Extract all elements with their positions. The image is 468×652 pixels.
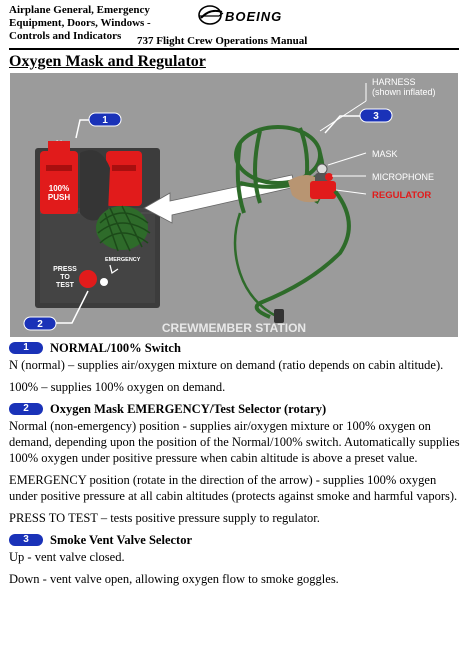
microphone	[325, 173, 333, 181]
callout-1-badge	[88, 112, 122, 127]
paragraph: EMERGENCY position (rotate in the direct…	[9, 473, 458, 503]
press-to-test-line: PRESS	[53, 266, 77, 273]
harness-label: HARNESS	[372, 77, 416, 87]
mic-cable	[233, 212, 279, 319]
paragraph: 100% – supplies 100% oxygen on demand.	[9, 380, 226, 394]
chapter-line: Equipment, Doors, Windows -	[9, 17, 151, 29]
callout-3-badge	[359, 108, 393, 123]
oxygen-hose	[254, 189, 351, 319]
callout-3-leader	[324, 115, 360, 134]
section-title: Smoke Vent Valve Selector	[50, 533, 193, 547]
regulator	[310, 181, 336, 199]
mask-valve	[316, 163, 328, 175]
harness	[234, 125, 326, 214]
stowed-hose	[96, 205, 151, 252]
paragraph: Up - vent valve closed.	[9, 550, 125, 564]
header-divider	[9, 48, 459, 50]
emergency-arrow-icon	[109, 264, 119, 275]
emergency-label: EMERGENCY	[105, 257, 141, 263]
red-clip	[40, 150, 142, 221]
section-number-badge: 1	[9, 342, 43, 354]
emergency-indicator	[100, 278, 108, 286]
oxygen-mask-illustration: N 100% PUSH PRESS TO TEST EMERGENCY	[10, 73, 458, 337]
normal-100-switch	[48, 141, 70, 153]
regulator-label: REGULATOR	[372, 190, 431, 201]
page-header: Airplane General, Emergency Equipment, D…	[9, 4, 459, 48]
callout-1-number: 1	[102, 115, 108, 126]
callout-2-leader	[56, 290, 89, 324]
logo-text: BOEING	[225, 9, 283, 24]
station-label: CREWMEMBER STATION	[162, 321, 306, 335]
paragraph: Normal (non-emergency) position - suppli…	[9, 419, 460, 465]
section-title: Oxygen Mask EMERGENCY/Test Selector (rot…	[50, 402, 327, 416]
description-text: 1 NORMAL/100% Switch N (normal) – suppli…	[9, 339, 461, 593]
paragraph: Down - vent valve open, allowing oxygen …	[9, 572, 339, 586]
press-to-test-line: TO	[60, 274, 70, 281]
callout-2-number: 2	[37, 319, 43, 330]
paragraph: N (normal) – supplies air/oxygen mixture…	[9, 358, 444, 372]
microphone-label: MICROPHONE	[372, 172, 434, 182]
mask-label: MASK	[372, 149, 398, 159]
chapter-line: Controls and Indicators	[9, 30, 122, 42]
switch-push-label: PUSH	[48, 193, 70, 202]
hose-connector	[274, 309, 284, 323]
callout-2-badge	[23, 316, 57, 331]
callout-3-number: 3	[373, 111, 379, 122]
chapter-line: Airplane General, Emergency	[9, 4, 150, 16]
switch-100-label: 100%	[49, 184, 69, 193]
section-number-badge: 3	[9, 534, 43, 546]
mask-leader	[327, 152, 367, 166]
paragraph: PRESS TO TEST – tests positive pressure …	[9, 511, 320, 525]
harness-note: (shown inflated)	[372, 87, 436, 97]
manual-title: 737 Flight Crew Operations Manual	[137, 35, 308, 47]
regulator-leader	[335, 189, 367, 195]
press-to-test-line: TEST	[56, 282, 75, 289]
section-number-badge: 2	[9, 403, 43, 415]
section-heading: 2 Oxygen Mask EMERGENCY/Test Selector (r…	[9, 401, 461, 417]
chapter-title: Airplane General, Emergency Equipment, D…	[9, 4, 184, 43]
emergency-test-selector	[79, 270, 97, 288]
section-title: NORMAL/100% Switch	[50, 341, 181, 355]
page-title: Oxygen Mask and Regulator	[9, 53, 206, 70]
boeing-logo-icon	[198, 5, 224, 25]
section-heading: 3 Smoke Vent Valve Selector	[9, 532, 461, 548]
section-heading: 1 NORMAL/100% Switch	[9, 340, 461, 356]
